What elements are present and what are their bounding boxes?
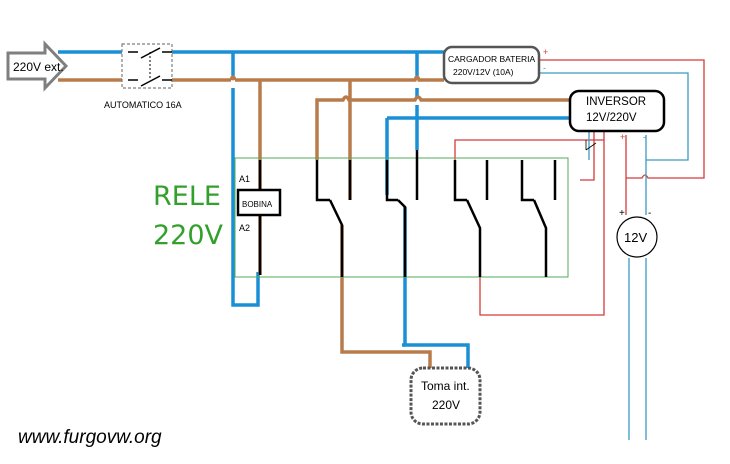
outlet-title: Toma int. [421,379,470,393]
battery-plus: + [619,208,625,219]
charger-minus: - [543,63,546,73]
breaker: AUTOMATICO 16A [104,43,182,110]
inverter-rating: 12V/220V [586,112,637,124]
relay-coil: A1 A2 BOBINA [236,160,282,275]
breaker-label: AUTOMATICO 16A [104,100,182,110]
charger-rating: 220V/12V (10A) [453,67,514,77]
battery-charger: CARGADOR BATERIA 220V/12V (10A) + - [442,45,548,85]
outlet-voltage: 220V [432,398,460,412]
dc-positive-wires [454,59,705,316]
dc-negative-wires [539,72,689,440]
battery-minus: - [648,208,651,219]
phase-wires [58,75,570,368]
relay-housing [234,157,569,278]
battery: 12V + - [616,208,658,258]
relay-contacts [315,150,557,277]
battery-label: 12V [624,230,647,245]
website-watermark: www.furgovw.org [18,427,162,448]
inverter-minus: - [643,132,646,142]
coil-a2-label: A2 [239,223,250,233]
charger-plus: + [543,47,548,57]
relay-title: RELE [153,181,221,212]
charger-title: CARGADOR BATERIA [448,54,536,64]
relay-voltage: 220V [153,220,224,251]
neutral-wires [58,50,570,368]
internal-outlet: Toma int. 220V [409,366,482,426]
input-label: 220V ext. [13,60,64,74]
coil-label: BOBINA [242,200,273,209]
coil-a1-label: A1 [239,174,250,184]
input-arrow: 220V ext. [6,40,69,92]
inverter-plus: + [620,132,625,142]
inverter-title: INVERSOR [586,96,646,108]
inverter: INVERSOR 12V/220V + - [568,89,666,151]
